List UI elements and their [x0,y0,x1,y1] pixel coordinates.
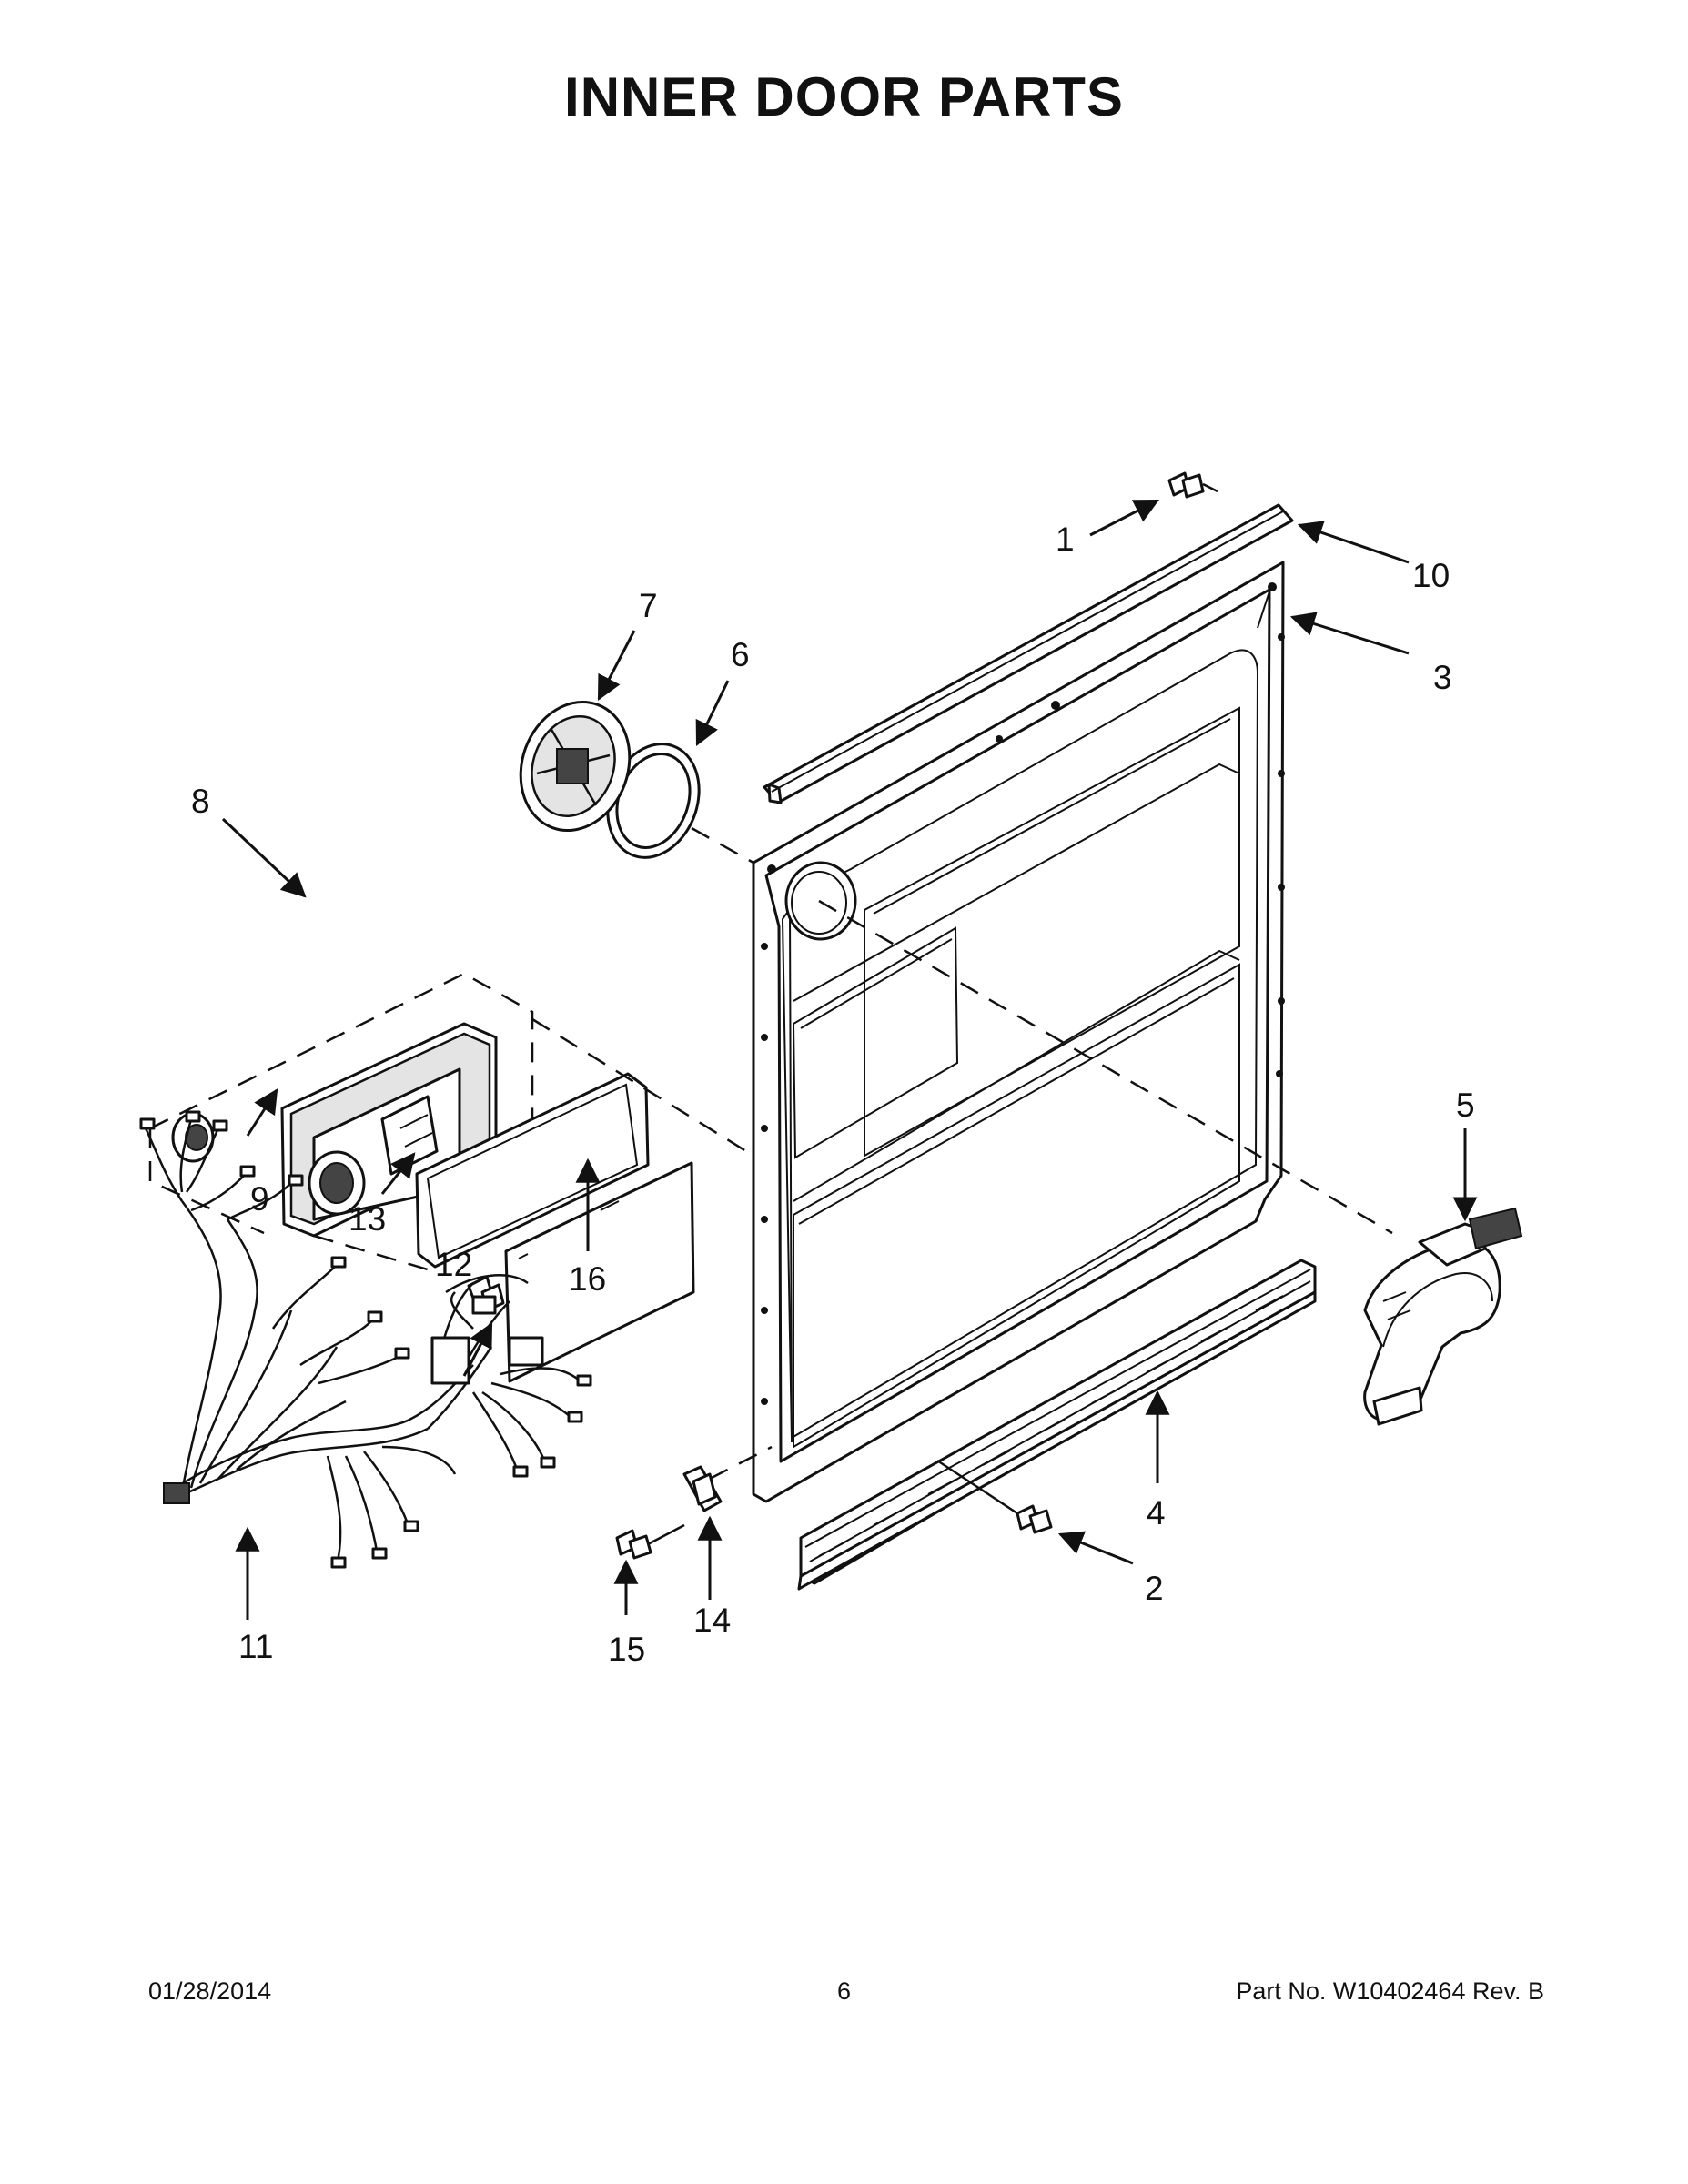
harness-connector [430,1336,470,1385]
callout-8: 8 [191,783,210,820]
dispenser-group-outline [148,972,534,1235]
bracket-leader-line [709,1445,773,1481]
callout-7: 7 [639,587,658,624]
harness-connector [163,1482,190,1504]
footer-date: 01/28/2014 [148,1977,272,2005]
dispenser-leader-line [531,1017,754,1158]
vent-to-panel-leader [818,899,1393,1235]
callout-arrows [221,499,1478,1620]
callout-4: 4 [1147,1494,1166,1532]
vent-assembly [1363,1207,1523,1426]
callout-11: 11 [238,1628,273,1665]
callout-10: 10 [1412,557,1450,594]
callout-12: 12 [435,1246,472,1283]
bottom-trim-strip [797,1259,1317,1591]
vent-leader-line [691,826,754,864]
bracket-14 [682,1465,723,1512]
harness-connector [471,1295,497,1315]
footer-part-number: Part No. W10402464 Rev. B [1236,1977,1544,2005]
dispenser-lower-leader-line [313,1234,429,1271]
callout-15: 15 [608,1631,645,1668]
screw-1 [1167,471,1218,499]
harness-connector [508,1336,544,1367]
callout-2: 2 [1145,1570,1164,1607]
control-gasket [415,1072,650,1269]
footer-page-number: 6 [836,1977,852,2005]
callout-14: 14 [693,1602,731,1639]
callout-1: 1 [1056,521,1075,558]
screw-2 [936,1459,1053,1534]
callout-5: 5 [1456,1087,1475,1124]
vent-gasket [519,700,632,833]
page-title: INNER DOOR PARTS [564,66,1124,127]
callout-6: 6 [731,636,750,673]
top-trim-strip [763,503,1294,804]
callout-3: 3 [1433,659,1452,696]
control-board [504,1161,695,1383]
screw-15 [615,1523,685,1560]
callout-9: 9 [250,1180,269,1218]
inner-door-panel [752,561,1285,1503]
callout-16: 16 [569,1260,606,1298]
wire-harness [139,1110,592,1569]
callout-13: 13 [349,1200,386,1238]
